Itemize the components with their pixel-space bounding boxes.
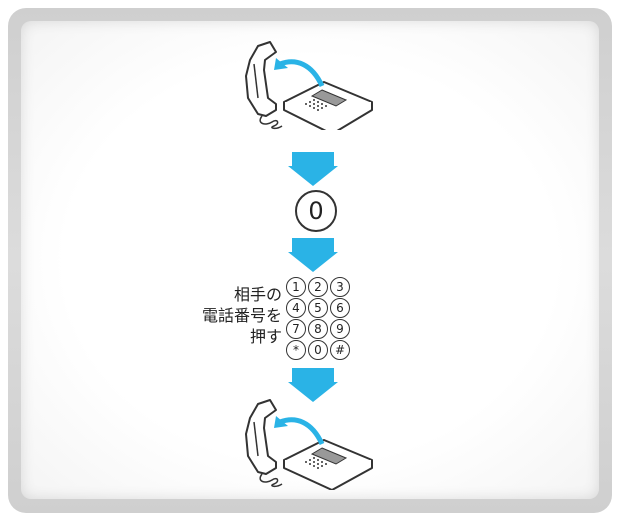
- key-4: 4: [286, 298, 306, 318]
- key-9: 9: [330, 319, 350, 339]
- phone-handset-lift-icon: [245, 41, 373, 130]
- instruction-line-2: 電話番号を: [201, 306, 282, 325]
- keypad-icon: 1 2 3 4 5 6 7 8 9 * 0 #: [286, 277, 352, 360]
- zero-key-icon: 0: [295, 190, 337, 232]
- key-6: 6: [330, 298, 350, 318]
- phone-handset-lift-icon: [245, 399, 373, 490]
- down-arrow-icon: [288, 152, 338, 186]
- key-hash: #: [330, 340, 350, 360]
- key-0: 0: [308, 340, 328, 360]
- down-arrow-icon: [288, 238, 338, 272]
- key-7: 7: [286, 319, 306, 339]
- instruction-line-3: 押す: [249, 327, 282, 346]
- key-3: 3: [330, 277, 350, 297]
- zero-key-label: 0: [308, 197, 324, 225]
- instruction-line-1: 相手の: [233, 285, 282, 304]
- key-5: 5: [308, 298, 328, 318]
- dial-instruction: 相手の 電話番号を 押す: [150, 284, 282, 347]
- down-arrow-icon: [288, 368, 338, 402]
- key-1: 1: [286, 277, 306, 297]
- key-star: *: [286, 340, 306, 360]
- key-8: 8: [308, 319, 328, 339]
- key-2: 2: [308, 277, 328, 297]
